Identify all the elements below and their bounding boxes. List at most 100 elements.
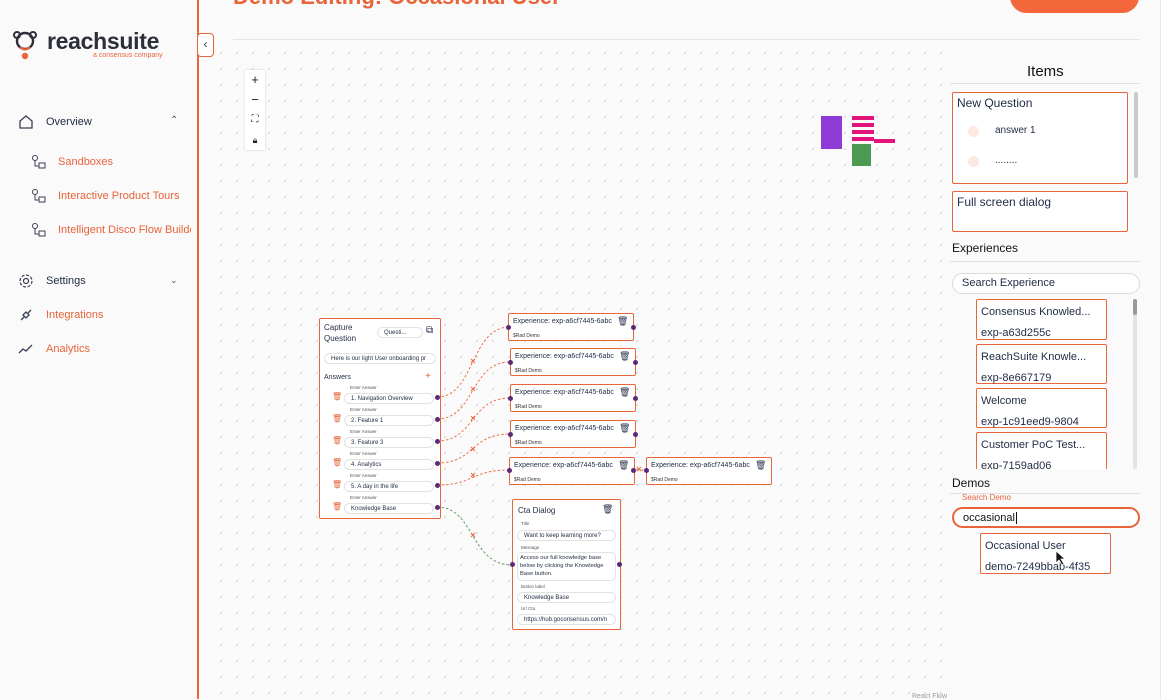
trash-icon[interactable]: 🗑︎ xyxy=(618,460,630,470)
answer-input[interactable]: Knowledge Base xyxy=(344,503,434,514)
save-button[interactable] xyxy=(1010,0,1139,13)
cta-handle[interactable] xyxy=(510,562,515,567)
sidebar-item-overview[interactable]: Overview ⌃ xyxy=(18,114,183,132)
new-question-item[interactable]: New Question answer 1 ........ xyxy=(952,92,1128,184)
trash-icon[interactable]: 🗑︎ xyxy=(619,423,631,433)
experience-node[interactable]: Experience: exp-a6cf7445-6abc 🗑︎ $Rad De… xyxy=(646,457,772,485)
experience-list-item[interactable]: ReachSuite Knowle... exp-8e667179 xyxy=(976,344,1107,384)
answers-label: Answers xyxy=(324,374,351,381)
demo-result-item[interactable]: Occasional User demo-7249bbab-4f35 xyxy=(980,533,1111,574)
experience-node[interactable]: Experience: exp-a6cf7445-6abc 🗑︎ $Rad De… xyxy=(510,420,636,448)
answer-input[interactable]: 1. Navigation Overview xyxy=(344,393,434,404)
lock-icon[interactable]: 🔒︎ xyxy=(252,135,258,145)
experience-handle[interactable] xyxy=(631,325,636,330)
experience-handle[interactable] xyxy=(506,325,511,330)
trash-icon[interactable]: 🗑︎ xyxy=(619,387,631,397)
experience-handle[interactable] xyxy=(508,360,513,365)
answer-label: Enter Answer xyxy=(350,495,377,500)
cta-url-input[interactable]: https://hub.goconsensus.com/n xyxy=(517,614,616,625)
experience-list-item[interactable]: Consensus Knowled... exp-a63d255c xyxy=(976,299,1107,340)
capture-question-node[interactable]: Capture Question Questi... ⧉ Here is our… xyxy=(319,318,441,519)
experience-handle[interactable] xyxy=(633,396,638,401)
experience-search-input[interactable]: Search Experience xyxy=(952,273,1140,294)
trash-icon[interactable]: 🗑︎ xyxy=(617,316,629,326)
demo-search-value: occasional xyxy=(963,512,1015,524)
sidebar-item-label: Sandboxes xyxy=(58,156,114,168)
delete-answer-icon[interactable]: 🗑︎ xyxy=(332,392,343,401)
experience-handle[interactable] xyxy=(633,360,638,365)
experience-sub: $Rad Demo xyxy=(515,440,542,446)
sidebar-item-intelligent-disco-flow-builder[interactable]: Intelligent Disco Flow Builde xyxy=(31,222,191,240)
answer-label: Enter Answer xyxy=(350,407,377,412)
experience-handle[interactable] xyxy=(631,468,636,473)
sidebar-item-sandboxes[interactable]: Sandboxes xyxy=(31,154,196,172)
delete-answer-icon[interactable]: 🗑︎ xyxy=(332,436,343,445)
experience-handle[interactable] xyxy=(508,432,513,437)
experience-node[interactable]: Experience: exp-a6cf7445-6abc 🗑︎ $Rad De… xyxy=(509,457,635,485)
page-scrollbar[interactable] xyxy=(1160,0,1173,699)
answer-handle[interactable] xyxy=(435,417,440,422)
cta-button-label-input[interactable]: Knowledge Base xyxy=(517,592,616,603)
minimap[interactable] xyxy=(818,113,898,171)
chevron-down-icon: ⌄ xyxy=(170,275,178,285)
sidebar-item-integrations[interactable]: Integrations xyxy=(18,307,183,325)
radio-icon xyxy=(968,156,979,167)
experience-title: Experience: exp-a6cf7445-6abc xyxy=(514,462,613,469)
answer-handle[interactable] xyxy=(435,461,440,466)
flow-icon xyxy=(32,223,46,237)
experience-scrollbar-thumb[interactable] xyxy=(1133,299,1137,315)
answer-handle[interactable] xyxy=(435,439,440,444)
answer-input[interactable]: 2. Feature 1 xyxy=(344,415,434,426)
answer-input[interactable]: 4. Analytics xyxy=(344,459,434,470)
experience-node[interactable]: Experience: exp-a6cf7445-6abc 🗑︎ $Rad De… xyxy=(510,384,636,412)
node-title: Cta Dialog xyxy=(518,506,556,515)
gear-icon xyxy=(19,274,33,288)
delete-answer-icon[interactable]: 🗑︎ xyxy=(332,502,343,511)
items-scrollbar[interactable] xyxy=(1134,92,1138,178)
cta-title-input[interactable]: Want to keep learning more? xyxy=(517,530,616,541)
demo-search-input[interactable]: occasional xyxy=(952,507,1140,528)
zoom-out-icon[interactable]: − xyxy=(251,92,259,107)
sidebar-item-analytics[interactable]: Analytics xyxy=(18,341,183,359)
answer-input[interactable]: 3. Feature 3 xyxy=(344,437,434,448)
full-screen-dialog-item[interactable]: Full screen dialog xyxy=(952,191,1128,232)
answer-handle[interactable] xyxy=(435,483,440,488)
cta-handle[interactable] xyxy=(617,562,622,567)
experience-id: exp-7159ad06 xyxy=(981,460,1052,469)
copy-icon[interactable]: ⧉ xyxy=(426,325,434,336)
trash-icon[interactable]: 🗑︎ xyxy=(619,351,631,361)
demo-name: Occasional User xyxy=(985,540,1066,552)
answer-handle[interactable] xyxy=(435,395,440,400)
zoom-in-icon[interactable]: + xyxy=(251,72,259,87)
question-input[interactable]: Here is our light User onboarding pr xyxy=(324,353,436,364)
fit-view-icon[interactable]: ⛶ xyxy=(251,114,259,125)
sidebar-item-interactive-product-tours[interactable]: Interactive Product Tours xyxy=(31,188,196,206)
demos-title: Demos xyxy=(952,476,991,490)
experience-id: exp-1c91eed9-9804 xyxy=(981,416,1079,428)
experience-handle[interactable] xyxy=(508,396,513,401)
experience-list-item[interactable]: Customer PoC Test... exp-7159ad06 xyxy=(976,432,1107,469)
experience-node[interactable]: Experience: exp-a6cf7445-6abc 🗑︎ $Rad De… xyxy=(508,313,634,341)
experience-handle[interactable] xyxy=(507,468,512,473)
delete-answer-icon[interactable]: 🗑︎ xyxy=(332,480,343,489)
trash-icon[interactable]: 🗑︎ xyxy=(602,504,614,514)
items-title: Items xyxy=(1027,63,1064,80)
experience-scrollbar-track[interactable] xyxy=(1133,299,1137,469)
react-flow-attribution[interactable]: React Flow xyxy=(912,693,948,700)
cta-message-input[interactable]: Access our full knowledge base below by … xyxy=(517,552,616,581)
experience-node[interactable]: Experience: exp-a6cf7445-6abc 🗑︎ $Rad De… xyxy=(510,348,636,376)
trash-icon[interactable]: 🗑︎ xyxy=(755,460,767,470)
question-type-select[interactable]: Questi... xyxy=(377,327,423,338)
answer-input[interactable]: 5. A day in the life xyxy=(344,481,434,492)
experience-list-item[interactable]: Welcome exp-1c91eed9-9804 xyxy=(976,388,1107,428)
delete-answer-icon[interactable]: 🗑︎ xyxy=(332,458,343,467)
cta-dialog-node[interactable]: Cta Dialog 🗑︎ Title Want to keep learnin… xyxy=(512,499,621,630)
experience-handle[interactable] xyxy=(633,432,638,437)
answer-handle[interactable] xyxy=(435,505,440,510)
home-icon xyxy=(19,115,33,129)
sidebar-item-settings[interactable]: Settings ⌄ xyxy=(18,273,183,291)
add-answer-icon[interactable]: + xyxy=(425,371,431,382)
experience-sub: $Rad Demo xyxy=(513,333,540,339)
delete-answer-icon[interactable]: 🗑︎ xyxy=(332,414,343,423)
experience-handle[interactable] xyxy=(644,468,649,473)
